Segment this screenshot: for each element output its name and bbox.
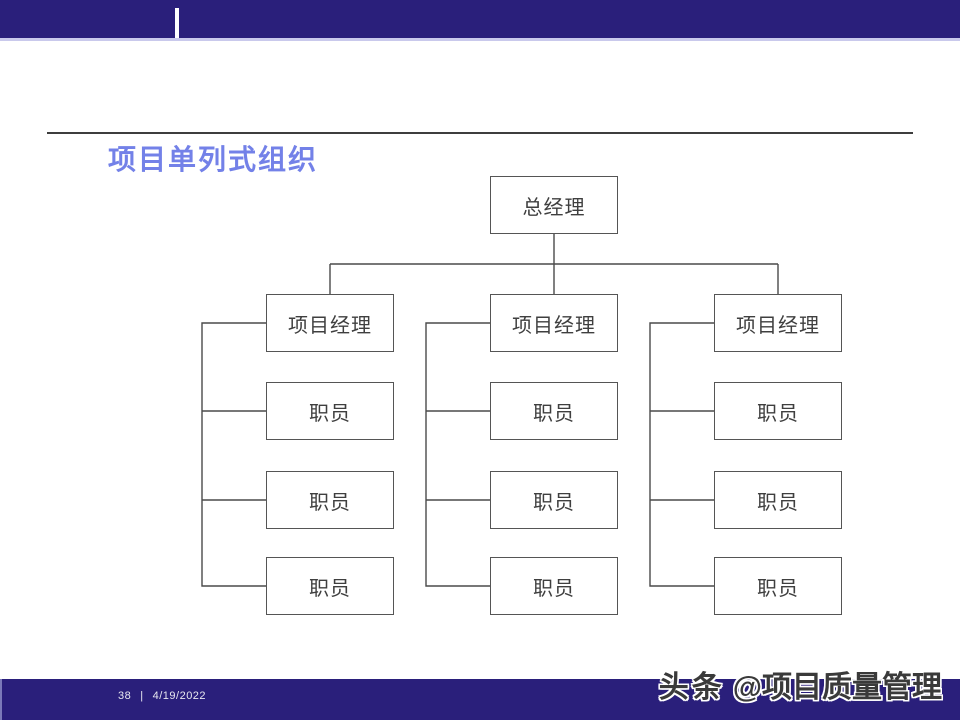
page-number: 38 <box>118 690 132 702</box>
org-node-project-manager-1: 项目经理 <box>266 294 394 352</box>
watermark-handle: @项目质量管理 <box>732 671 942 704</box>
footer-text: 38 | 4/19/2022 <box>118 690 206 702</box>
root-connector-lines <box>329 234 779 295</box>
org-node-staff-3-2: 职员 <box>714 471 842 529</box>
org-node-staff-3-1: 职员 <box>714 382 842 440</box>
title-separator-line <box>47 132 913 134</box>
watermark: 头条@项目质量管理 <box>659 662 942 706</box>
org-node-project-manager-3: 项目经理 <box>714 294 842 352</box>
org-node-staff-1-3: 职员 <box>266 557 394 615</box>
org-node-project-manager-2: 项目经理 <box>490 294 618 352</box>
org-node-staff-1-1: 职员 <box>266 382 394 440</box>
org-node-staff-2-1: 职员 <box>490 382 618 440</box>
footer-separator: | <box>140 690 144 702</box>
header-tick-mark <box>175 8 179 38</box>
footer-bar <box>0 679 960 720</box>
column1-connector-lines <box>201 322 266 587</box>
org-node-staff-1-2: 职员 <box>266 471 394 529</box>
org-node-staff-2-3: 职员 <box>490 557 618 615</box>
slide-title: 项目单列式组织 <box>108 144 319 175</box>
column3-connector-lines <box>649 322 714 587</box>
watermark-brand: 头条 <box>658 671 725 704</box>
footer-date: 4/19/2022 <box>152 690 207 702</box>
org-node-general-manager: 总经理 <box>490 176 618 234</box>
org-node-staff-3-3: 职员 <box>714 557 842 615</box>
org-node-staff-2-2: 职员 <box>490 471 618 529</box>
column2-connector-lines <box>425 322 490 587</box>
header-bar <box>0 0 960 41</box>
